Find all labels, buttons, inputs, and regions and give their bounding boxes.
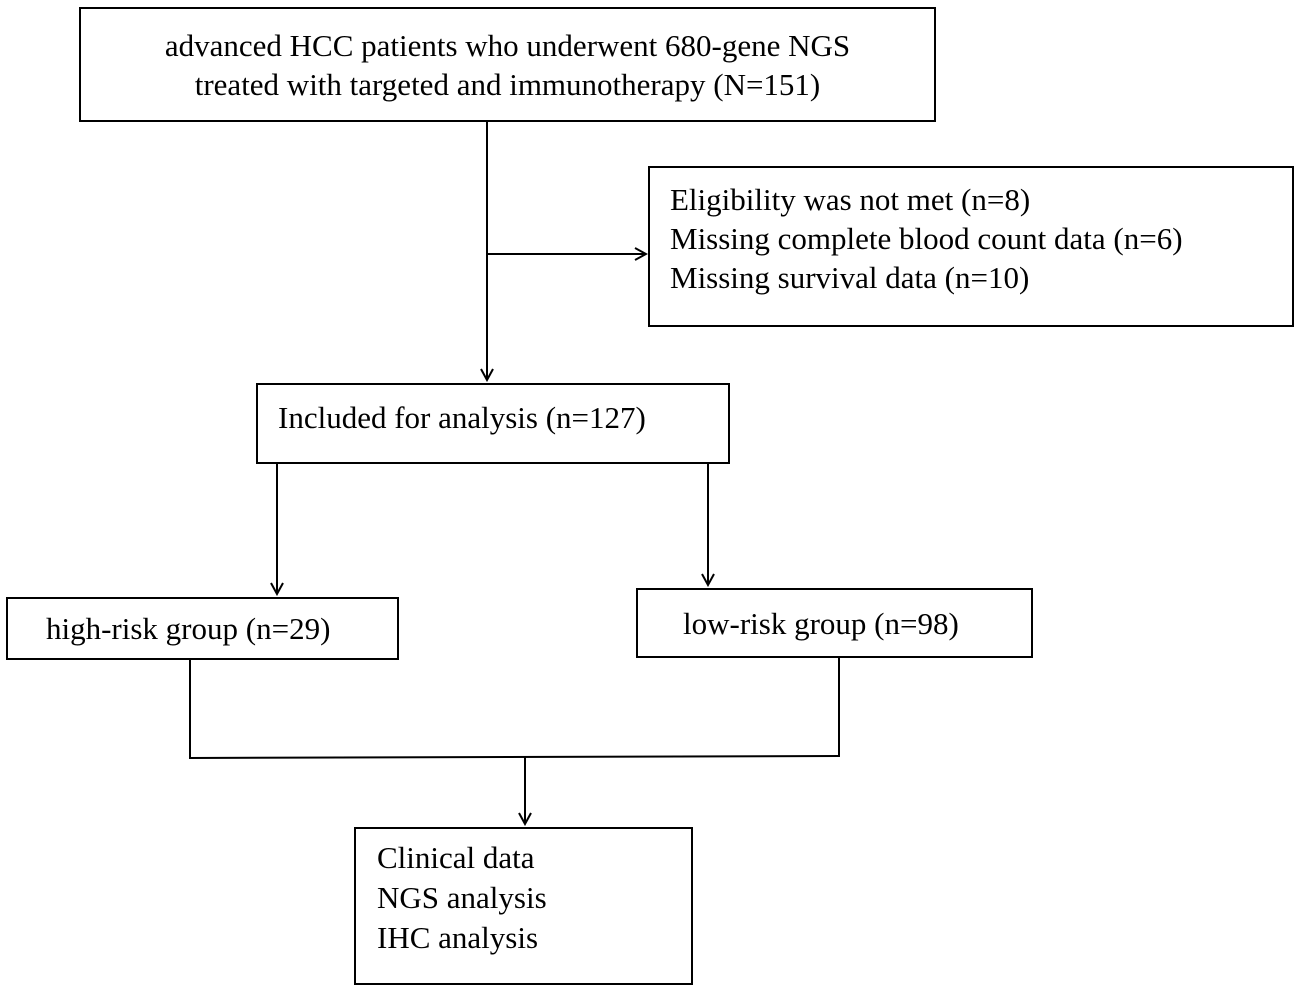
excluded-box: Eligibility was not met (n=8) Missing co… [648, 166, 1294, 327]
low-risk-label: low-risk group (n=98) [683, 606, 959, 641]
start-line-1: advanced HCC patients who underwent 680-… [164, 28, 851, 63]
high-risk-label: high-risk group (n=29) [46, 611, 331, 646]
low-risk-box: low-risk group (n=98) [636, 588, 1033, 658]
high-risk-box: high-risk group (n=29) [6, 597, 399, 660]
start-box: advanced HCC patients who underwent 680-… [79, 7, 936, 122]
outcome-line-1: Clinical data [377, 840, 535, 875]
outcome-line-3: IHC analysis [377, 920, 539, 955]
included-box: Included for analysis (n=127) [256, 383, 730, 464]
start-line-2: treated with targeted and immunotherapy … [194, 67, 821, 102]
excluded-line-1: Eligibility was not met (n=8) [670, 182, 1031, 217]
included-label: Included for analysis (n=127) [278, 400, 646, 435]
outcomes-box: Clinical data NGS analysis IHC analysis [354, 827, 693, 985]
excluded-line-2: Missing complete blood count data (n=6) [670, 221, 1183, 256]
excluded-line-3: Missing survival data (n=10) [670, 260, 1030, 295]
outcome-line-2: NGS analysis [377, 880, 547, 915]
connector-merge-horizontal [188, 755, 841, 759]
